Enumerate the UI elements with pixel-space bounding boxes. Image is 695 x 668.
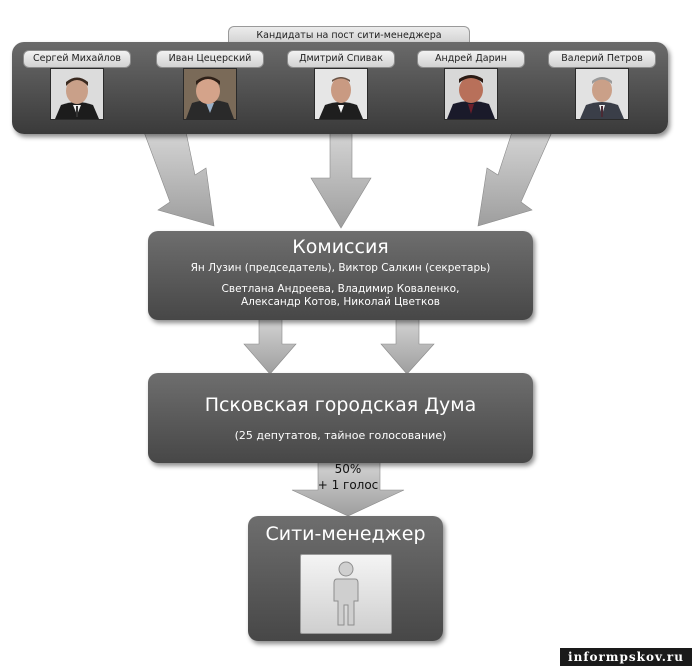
commission-members-line: Александр Котов, Николай Цветков [241,296,440,308]
candidate-name: Андрей Дарин [417,50,525,68]
candidates-title: Кандидаты на пост сити-менеджера [228,26,470,45]
vote-threshold-label: 50% + 1 голос [300,461,396,493]
candidate-name: Иван Цецерский [156,50,264,68]
commission-members-line: Светлана Андреева, Владимир Коваленко, [221,283,460,295]
arrow-right-candidates [477,131,553,227]
commission-members: Светлана Андреева, Владимир Коваленко, А… [148,283,533,309]
city-manager-title: Сити-менеджер [265,523,426,545]
candidate-photo [50,68,104,120]
duma-subtitle: (25 депутатов, тайное голосование) [234,429,447,442]
candidate-card: Андрей Дарин [417,50,525,120]
watermark: informpskov.ru [560,648,692,666]
candidate-name: Валерий Петров [548,50,656,68]
candidate-photo [575,68,629,120]
duma-box: Псковская городская Дума (25 депутатов, … [148,373,533,463]
commission-title: Комиссия [292,236,389,258]
arrow-commission-left [243,317,297,375]
commission-leaders: Ян Лузин (председатель), Виктор Салкин (… [190,262,491,274]
candidate-name: Сергей Михайлов [23,50,131,68]
arrow-left-candidates [143,131,215,227]
candidate-photo [183,68,237,120]
candidate-card: Сергей Михайлов [23,50,131,120]
candidate-card: Иван Цецерский [156,50,264,120]
arrow-center-candidates [310,131,372,229]
city-manager-box: Сити-менеджер [248,516,443,641]
candidate-name: Дмитрий Спивак [287,50,395,68]
city-manager-slot [300,554,392,634]
duma-title: Псковская городская Дума [204,394,477,416]
arrow-duma-citymanager [291,461,405,517]
vote-percent: 50% [334,462,362,476]
candidate-photo [314,68,368,120]
vote-plus-one: + 1 голос [317,478,379,492]
candidate-photo [444,68,498,120]
candidate-card: Валерий Петров [548,50,656,120]
arrow-commission-right [380,317,435,375]
person-icon [333,561,359,626]
commission-box: Комиссия Ян Лузин (председатель), Виктор… [148,231,533,320]
candidate-card: Дмитрий Спивак [287,50,395,120]
